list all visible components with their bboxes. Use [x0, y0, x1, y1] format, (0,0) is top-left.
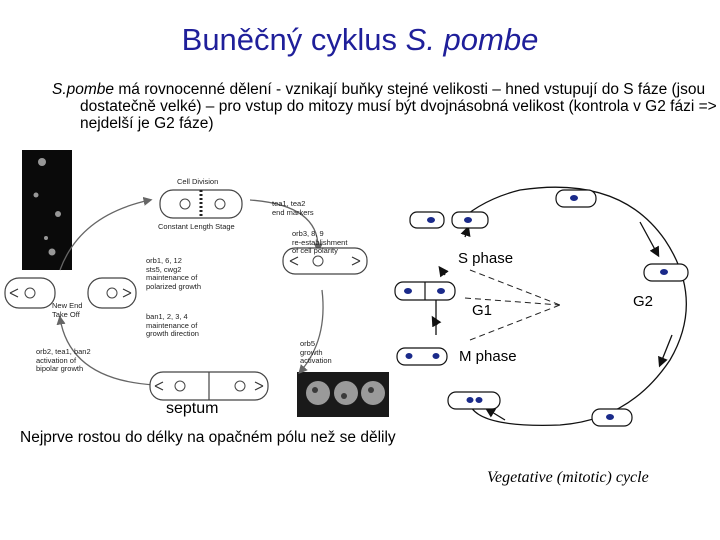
polarized-cell — [282, 247, 368, 275]
s-phase-label: S phase — [458, 250, 514, 267]
m-phase-label: M phase — [459, 348, 517, 365]
label-constant-length: Constant Length Stage — [158, 222, 235, 231]
label-orb5: orb5 growth activation — [300, 339, 332, 365]
label-orb-maintenance: orb1, 6, 12 sts5, cwg2 maintenance of po… — [146, 256, 202, 291]
cycle-caption: Vegetative (mitotic) cycle — [487, 469, 649, 486]
cell-anaphase — [447, 391, 501, 410]
cycle-circle — [454, 186, 687, 426]
bipolar-cell-right — [87, 277, 137, 309]
g1-label: G1 — [472, 302, 493, 319]
fluorescence-micrograph — [22, 150, 72, 270]
polarity-cycle — [56, 196, 324, 386]
bipolar-cell-left — [4, 277, 56, 309]
slide-title: Buněčný cyklus S. pombe — [181, 22, 539, 57]
label-ban-maintenance: ban1, 2, 3, 4 maintenance of growth dire… — [146, 312, 199, 338]
label-new-end: New End Take Off — [52, 301, 83, 319]
label-orb2: orb2, tea1, ban2 activation of bipolar g… — [36, 347, 91, 373]
label-orb-reestablish: orb3, 8, 9 re-establishment of cell pola… — [292, 229, 348, 255]
label-cell-division: Cell Division — [177, 177, 219, 186]
septum-label: septum — [166, 400, 219, 417]
cycle-dashed-lines — [464, 269, 561, 341]
cell-m-phase — [396, 347, 448, 366]
bottom-caption: Nejprve rostou do délky na opačném pólu … — [20, 429, 396, 446]
label-tea-markers: tea1, tea2 end markers — [272, 199, 314, 217]
nuclei — [404, 195, 668, 420]
intro-paragraph: S.pombe má rovnocenné dělení - vznikají … — [52, 81, 717, 132]
g2-label: G2 — [633, 293, 654, 310]
